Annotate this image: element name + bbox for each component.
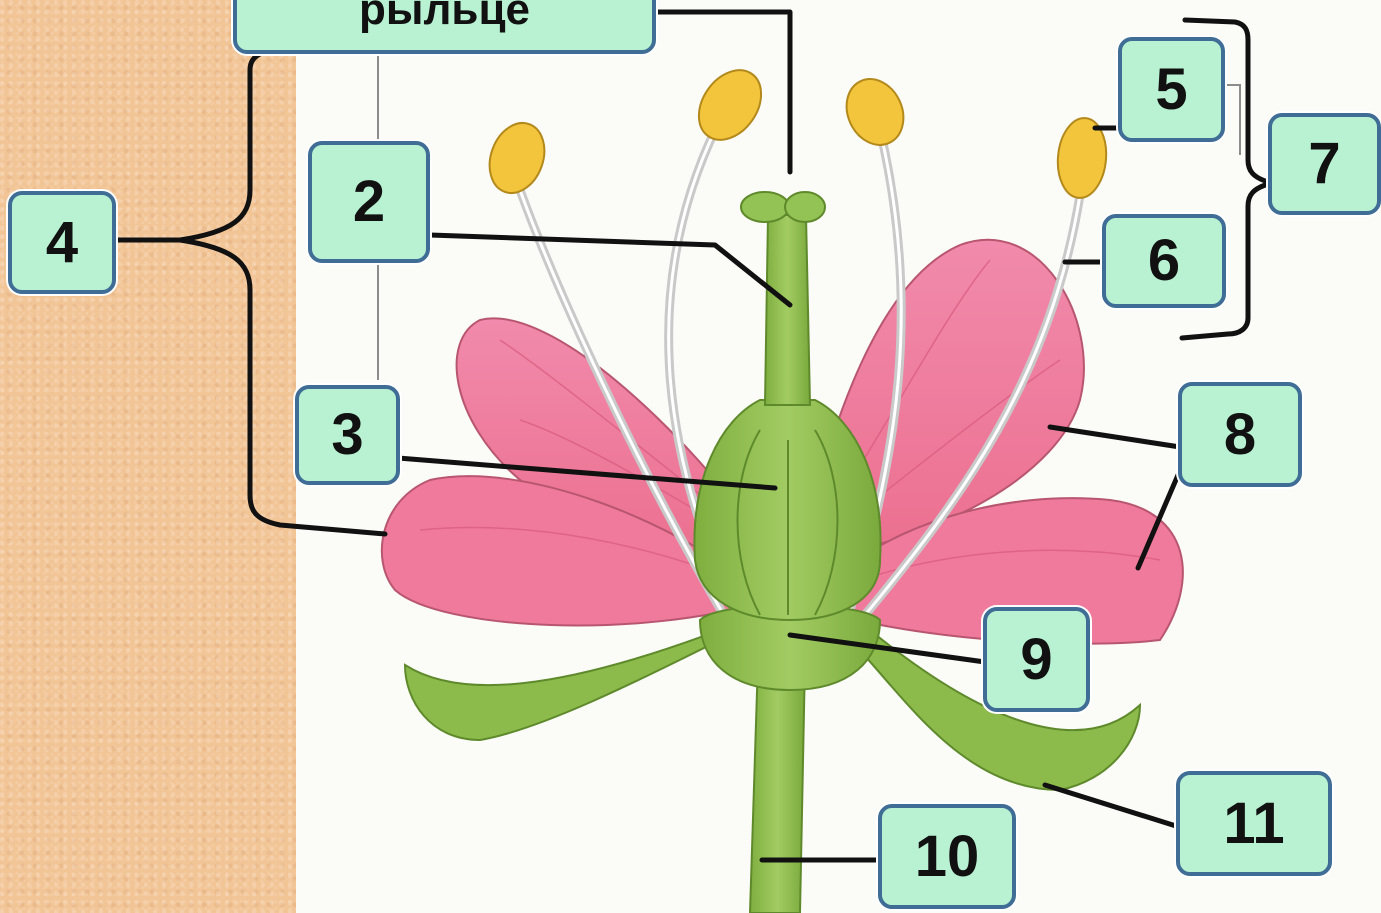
leader-2 [427,232,793,308]
label-9: 9 [983,607,1090,712]
leader-9 [787,632,988,665]
brace-7 [1179,17,1275,341]
label-10: 10 [878,804,1016,909]
label-5: 5 [1118,37,1225,142]
label-7: 7 [1268,113,1381,215]
label-4: 4 [8,191,116,294]
style [763,214,812,406]
left-background-panel [0,0,296,913]
label-8: 8 [1178,382,1302,487]
stem [748,659,807,913]
anthers [488,69,1108,199]
faint-guide-lines [377,54,1241,380]
leader-8a [1047,424,1183,450]
anther-3 [845,78,905,146]
anther-4 [1056,117,1108,199]
anther-1 [488,122,546,194]
leader-8b [1135,472,1181,571]
leader-11 [1042,782,1179,829]
stigma [740,191,826,223]
sepal-left [403,628,721,742]
label-2: 2 [308,141,430,263]
petal-front-left [380,475,772,627]
label-3: 3 [295,385,400,485]
anther-2 [697,69,763,141]
leader-3 [395,455,778,491]
ovary-ridges [736,429,839,616]
label-6: 6 [1102,214,1226,308]
stigma-label: рыльце [233,0,656,54]
leader-stigma [653,9,793,175]
label-11: 11 [1176,771,1332,876]
